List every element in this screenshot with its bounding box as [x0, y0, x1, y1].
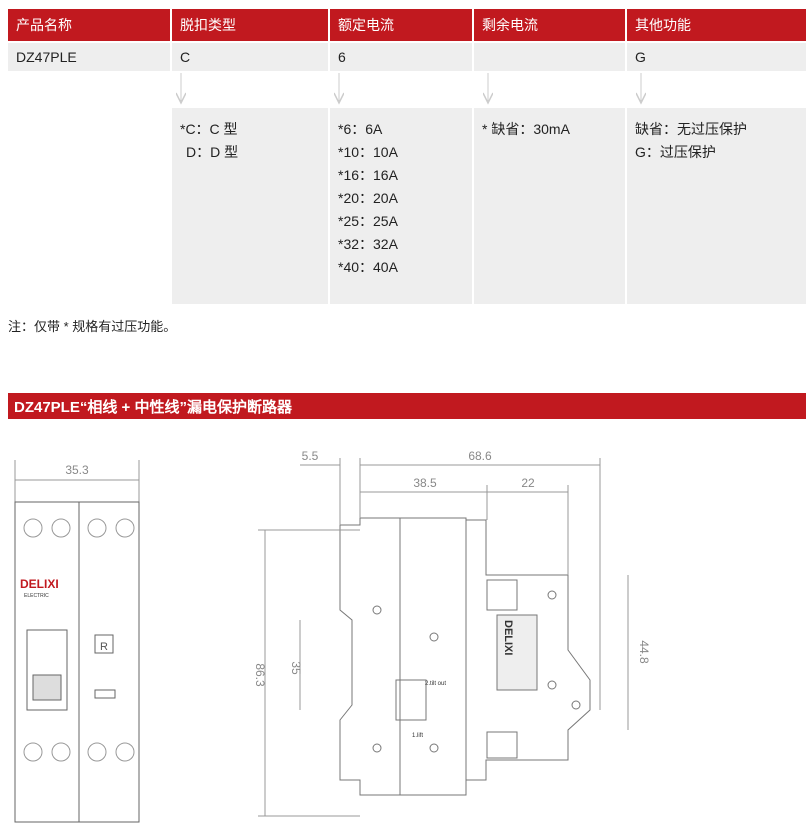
value-other-functions: G: [627, 43, 806, 71]
option-text: *16：16A: [338, 167, 398, 183]
option-text: *C：C 型: [180, 121, 238, 137]
front-view: [14, 460, 140, 823]
dim-22: 22: [521, 476, 535, 490]
dim-35: 35: [289, 661, 303, 675]
option-text: D：D 型: [186, 144, 239, 160]
option-text: *6：6A: [338, 121, 383, 137]
arrow-down-icon: [334, 73, 344, 105]
option-text: *25：25A: [338, 213, 398, 229]
value-rated-current: 6: [330, 43, 472, 71]
dim-5-5: 5.5: [302, 449, 319, 463]
detail-residual-current: * 缺省：30mA: [474, 108, 625, 304]
dim-front-width: 35.3: [65, 463, 89, 477]
section-banner: DZ47PLE“相线 + 中性线”漏电保护断路器: [8, 393, 806, 419]
side-brand-logo: DELIXI: [502, 620, 514, 655]
dim-38-5: 38.5: [413, 476, 437, 490]
value-product-name: DZ47PLE: [8, 43, 170, 71]
tilt-label: 2.tilt out: [425, 681, 446, 687]
footnote: 注：仅带 * 规格有过压功能。: [8, 319, 177, 334]
brand-sub: ELECTRIC: [24, 593, 49, 599]
dimension-drawing: 35.3 DELIXI ELECTRIC R DELIXI 2.tilt out…: [14, 449, 651, 823]
header-trip-type: 脱扣类型: [172, 9, 328, 41]
detail-other-functions: 缺省：无过压保护 G：过压保护: [627, 108, 806, 304]
header-other-functions: 其他功能: [627, 9, 806, 41]
dim-68-6: 68.6: [468, 449, 492, 463]
header-residual-current: 剩余电流: [474, 9, 625, 41]
dim-86-3: 86.3: [253, 663, 267, 687]
detail-trip-type: *C：C 型 D：D 型: [172, 108, 328, 304]
option-text: 缺省：无过压保护: [635, 121, 747, 137]
option-text: *40：40A: [338, 259, 398, 275]
dim-44-8: 44.8: [637, 640, 651, 664]
option-text: *32：32A: [338, 236, 398, 252]
arrow-down-icon: [176, 73, 186, 105]
arrow-down-icon: [636, 73, 646, 105]
lift-label: 1.lift: [412, 733, 423, 739]
reset-label: R: [100, 641, 108, 653]
value-trip-type: C: [172, 43, 328, 71]
detail-rated-current: *6：6A *10：10A *16：16A *20：20A *25：25A *3…: [330, 108, 472, 304]
dimension-lines: [258, 458, 629, 817]
option-text: *10：10A: [338, 144, 398, 160]
header-rated-current: 额定电流: [330, 9, 472, 41]
option-text: *20：20A: [338, 190, 398, 206]
brand-logo: DELIXI: [20, 577, 59, 591]
option-text: G：过压保护: [635, 144, 716, 160]
arrow-down-icon: [483, 73, 493, 105]
side-view: [339, 517, 591, 796]
header-product-name: 产品名称: [8, 9, 170, 41]
option-text: * 缺省：30mA: [482, 121, 570, 137]
value-residual-current: [474, 43, 625, 71]
